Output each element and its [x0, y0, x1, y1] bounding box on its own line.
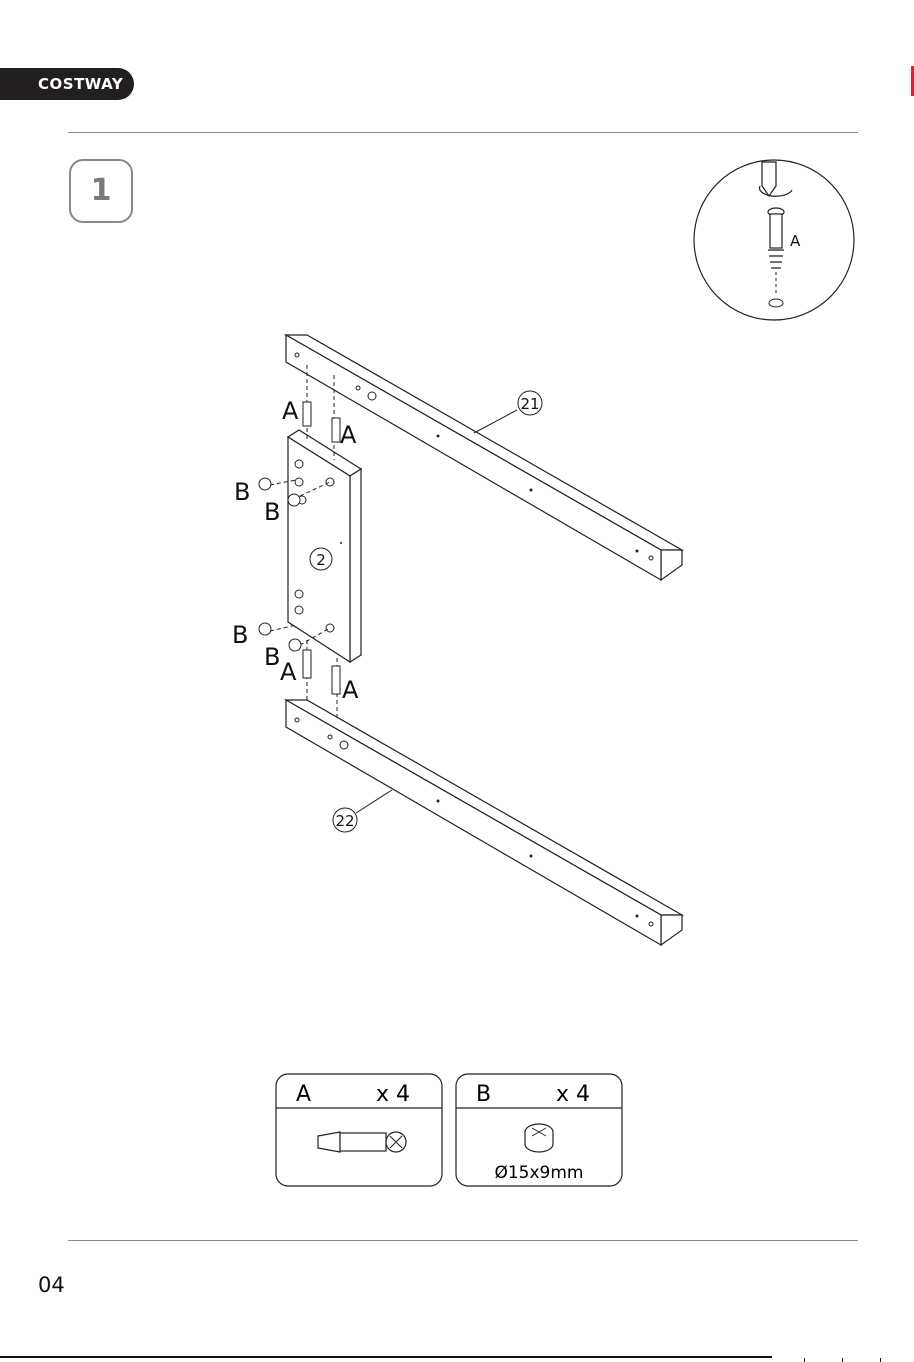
legend-card-b: B x 4 Ø15x9mm: [456, 1074, 622, 1186]
label-b-2: B: [264, 498, 280, 526]
legend-card-a: A x 4: [276, 1074, 442, 1186]
label-b-1: B: [234, 478, 250, 506]
label-b-4: B: [264, 643, 280, 671]
detail-callout: A: [694, 160, 854, 320]
label-a-4: A: [342, 676, 359, 704]
label-b-3: B: [232, 621, 248, 649]
bottom-rail: 22: [286, 700, 682, 945]
trim-tick: [842, 1358, 843, 1362]
page-baseline: [0, 1356, 772, 1358]
legend-a-id: A: [296, 1082, 311, 1107]
legend-b-id: B: [476, 1082, 491, 1107]
label-a-3: A: [280, 658, 297, 686]
page-number: 04: [38, 1273, 65, 1297]
part-2-label: 2: [316, 551, 326, 569]
label-a-1: A: [282, 397, 299, 425]
legend-a-qty: x 4: [376, 1082, 410, 1107]
bolt-a-icon: [318, 1132, 406, 1152]
legend-b-qty: x 4: [556, 1082, 590, 1107]
detail-label: A: [790, 232, 801, 250]
trim-tick: [880, 1358, 881, 1362]
footer-rule: [68, 1240, 858, 1241]
hardware-legend: A x 4 B x 4 Ø15x9mm: [276, 1074, 622, 1186]
trim-tick: [804, 1358, 805, 1362]
label-a-2: A: [340, 421, 357, 449]
side-board: 2: [288, 430, 361, 662]
legend-b-spec: Ø15x9mm: [494, 1163, 583, 1183]
part-22-label: 22: [335, 812, 354, 830]
part-21-label: 21: [520, 395, 539, 413]
cam-b-icon: [525, 1124, 553, 1152]
